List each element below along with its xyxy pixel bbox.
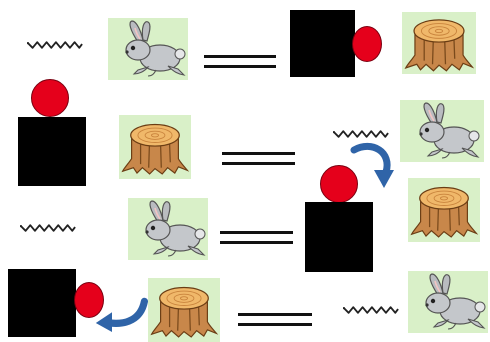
rabbit-picture — [128, 198, 208, 260]
rabbit-picture — [400, 100, 484, 162]
zigzag-line — [27, 38, 83, 52]
red-circle — [74, 282, 104, 318]
rabbit-picture — [408, 271, 488, 333]
rabbit-picture — [108, 18, 188, 80]
tree-stump-picture — [402, 12, 476, 74]
tree-stump-picture — [148, 278, 220, 342]
black-square — [8, 269, 76, 337]
equals-sign — [222, 152, 295, 165]
equals-sign — [238, 313, 312, 326]
curved-arrow — [94, 295, 148, 333]
zigzag-line — [333, 127, 389, 141]
red-circle — [320, 165, 358, 203]
equals-sign — [220, 231, 293, 244]
black-square — [290, 10, 355, 77]
black-square — [18, 117, 86, 186]
tree-stump-picture — [408, 178, 480, 242]
tree-stump-picture — [119, 115, 191, 179]
equals-sign — [204, 55, 276, 68]
zigzag-line — [343, 303, 399, 317]
red-circle — [31, 79, 69, 117]
zigzag-line — [20, 221, 76, 235]
black-square — [305, 202, 373, 272]
red-circle — [352, 26, 382, 62]
